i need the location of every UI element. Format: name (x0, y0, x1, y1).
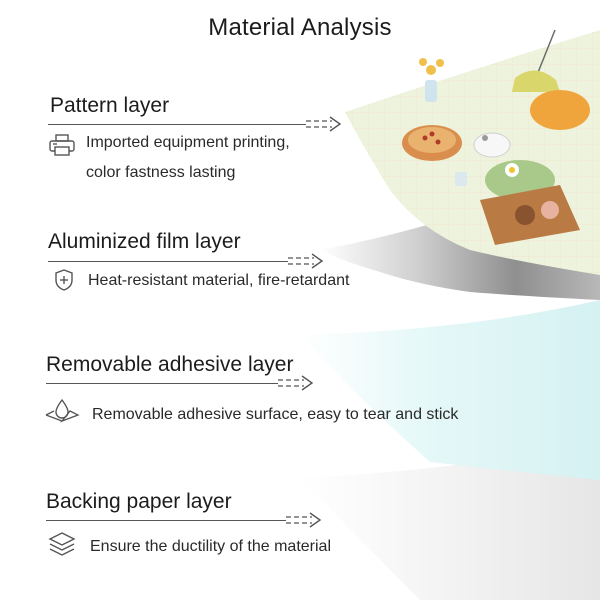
layers-stack-icon (48, 532, 76, 556)
adhesive-layer-desc: Removable adhesive surface, easy to tear… (92, 406, 459, 423)
backing-paper-layer-arrow-icon (286, 512, 322, 528)
aluminized-film-layer-desc: Heat-resistant material, fire-retardant (88, 272, 350, 289)
water-drop-icon (45, 398, 80, 423)
adhesive-layer-title: Removable adhesive layer (46, 353, 294, 376)
pattern-layer-desc-line-1: Imported equipment printing, (86, 134, 290, 151)
printer-icon (49, 134, 75, 156)
adhesive-layer-shape (300, 300, 600, 480)
aluminized-film-layer-arrow-icon (288, 253, 324, 269)
pattern-layer-desc-line-2: color fastness lasting (86, 164, 236, 181)
pattern-layer-divider (48, 124, 306, 125)
aluminized-film-layer-divider (48, 261, 288, 262)
pattern-layer-arrow-icon (306, 116, 342, 132)
backing-paper-layer-title: Backing paper layer (46, 490, 232, 513)
adhesive-layer-divider (46, 383, 278, 384)
pattern-layer-title: Pattern layer (50, 94, 170, 117)
page-title: Material Analysis (208, 14, 392, 41)
aluminized-film-layer-title: Aluminized film layer (48, 230, 241, 253)
pattern-artwork (402, 29, 590, 245)
adhesive-layer-arrow-icon (278, 375, 314, 391)
backing-paper-layer-desc: Ensure the ductility of the material (90, 538, 332, 555)
backing-paper-layer-divider (46, 520, 286, 521)
backing-paper-layer-shape (300, 440, 600, 600)
shield-plus-icon (55, 269, 73, 291)
